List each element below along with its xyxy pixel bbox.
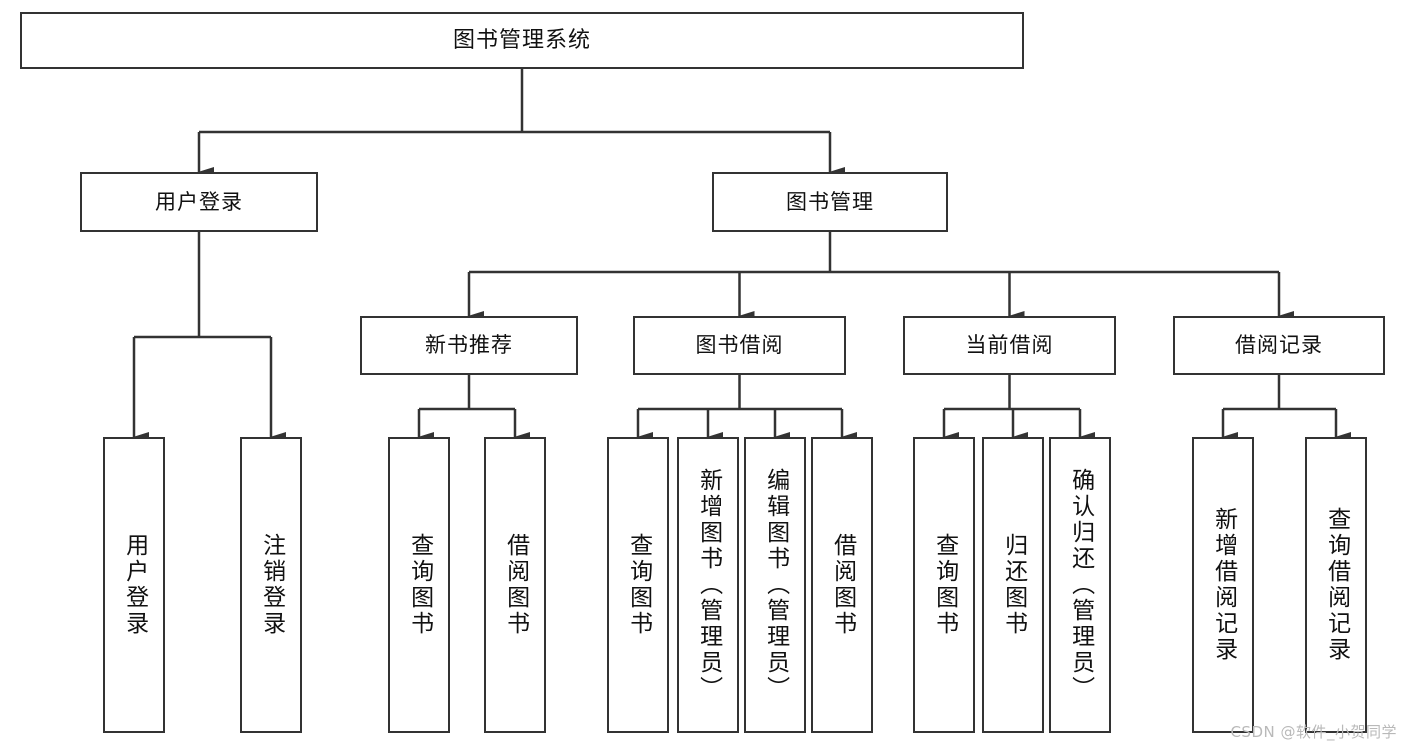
node-label: 用户登录 [155, 189, 243, 214]
node-leaf-new-1[interactable]: 查询图书 [388, 437, 450, 733]
node-leaf-cur-1[interactable]: 查询图书 [913, 437, 975, 733]
node-label: 注销登录 [258, 533, 285, 637]
node-label: 查询图书 [406, 533, 433, 637]
node-label: 归还图书 [1000, 533, 1027, 637]
node-label: 查询借阅记录 [1323, 507, 1350, 663]
node-label: 确认归还（管理员） [1067, 468, 1094, 702]
node-label: 编辑图书（管理员） [762, 468, 789, 702]
node-label: 图书管理 [786, 189, 874, 214]
node-label: 借阅图书 [502, 533, 529, 637]
node-login[interactable]: 用户登录 [80, 172, 318, 232]
node-label: 新书推荐 [425, 333, 513, 358]
node-leaf-bor-1[interactable]: 查询图书 [607, 437, 669, 733]
node-bookmgmt[interactable]: 图书管理 [712, 172, 948, 232]
node-leaf-new-2[interactable]: 借阅图书 [484, 437, 546, 733]
node-record[interactable]: 借阅记录 [1173, 316, 1385, 375]
node-leaf-cur-3[interactable]: 确认归还（管理员） [1049, 437, 1111, 733]
node-label: 借阅记录 [1235, 333, 1323, 358]
node-label: 新增借阅记录 [1210, 507, 1237, 663]
node-label: 借阅图书 [829, 533, 856, 637]
node-label: 图书管理系统 [452, 27, 591, 53]
node-leaf-login-2[interactable]: 注销登录 [240, 437, 302, 733]
node-label: 查询图书 [625, 533, 652, 637]
node-leaf-login-1[interactable]: 用户登录 [103, 437, 165, 733]
node-label: 新增图书（管理员） [695, 468, 722, 702]
node-borrow[interactable]: 图书借阅 [633, 316, 846, 375]
node-leaf-cur-2[interactable]: 归还图书 [982, 437, 1044, 733]
node-label: 当前借阅 [965, 333, 1054, 358]
node-label: 查询图书 [931, 533, 958, 637]
node-root[interactable]: 图书管理系统 [20, 12, 1024, 69]
node-leaf-rec-1[interactable]: 新增借阅记录 [1192, 437, 1254, 733]
node-newbook[interactable]: 新书推荐 [360, 316, 578, 375]
node-leaf-rec-2[interactable]: 查询借阅记录 [1305, 437, 1367, 733]
node-leaf-bor-3[interactable]: 编辑图书（管理员） [744, 437, 806, 733]
node-current[interactable]: 当前借阅 [903, 316, 1116, 375]
watermark-label: CSDN @软件_小贺同学 [1230, 723, 1397, 741]
node-leaf-bor-2[interactable]: 新增图书（管理员） [677, 437, 739, 733]
node-label: 图书借阅 [695, 333, 784, 358]
node-leaf-bor-4[interactable]: 借阅图书 [811, 437, 873, 733]
node-label: 用户登录 [121, 533, 148, 637]
